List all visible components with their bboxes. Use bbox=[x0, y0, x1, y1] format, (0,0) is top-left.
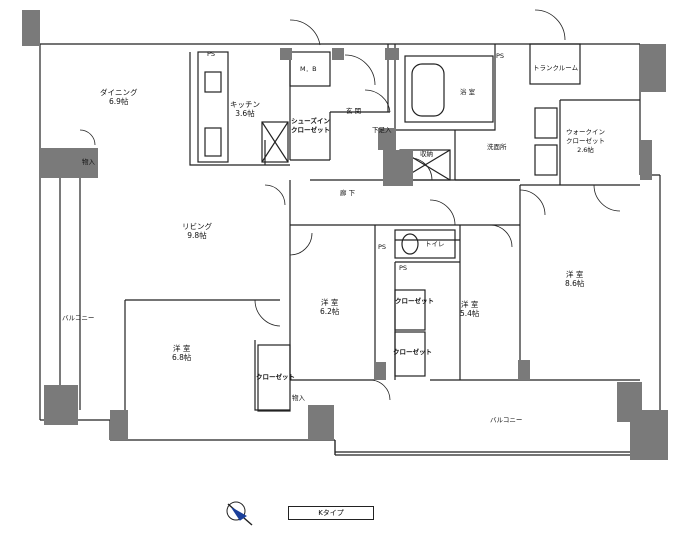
label-monoire-2: 物入 bbox=[292, 394, 305, 402]
room-living: リビング 9.8帖 bbox=[182, 222, 212, 240]
label-ps-4: PS bbox=[399, 264, 408, 272]
room-dining-name: ダイニング bbox=[100, 88, 138, 97]
label-ps-3: PS bbox=[378, 243, 387, 251]
room-dining: ダイニング 6.9帖 bbox=[100, 88, 138, 106]
label-hallway: 廊 下 bbox=[340, 189, 356, 197]
label-ps-1: PS bbox=[207, 50, 216, 58]
room-kitchen-size: 3.6帖 bbox=[235, 109, 255, 118]
room-living-name: リビング bbox=[182, 222, 212, 231]
room-western-1-name: 洋 室 bbox=[173, 344, 191, 353]
room-kitchen-name: キッチン bbox=[230, 100, 260, 109]
label-mb: M．B bbox=[300, 65, 317, 73]
room-walkin-size: 2.6帖 bbox=[577, 146, 594, 154]
room-western-3-name: 洋 室 bbox=[461, 300, 479, 309]
room-living-size: 9.8帖 bbox=[187, 231, 207, 240]
room-western-4: 洋 室 8.6帖 bbox=[565, 270, 584, 288]
room-kitchen: キッチン 3.6帖 bbox=[230, 100, 260, 118]
label-bath: 浴 室 bbox=[460, 88, 476, 96]
room-western-3-size: 5.4帖 bbox=[460, 309, 480, 318]
label-balcony-left: バルコニー bbox=[62, 314, 95, 322]
label-closet-c: クローゼット bbox=[256, 373, 295, 381]
room-western-4-name: 洋 室 bbox=[566, 270, 584, 279]
room-western-2-name: 洋 室 bbox=[321, 298, 339, 307]
label-storage: 収納 bbox=[420, 150, 433, 158]
label-shoes-in-2: クローゼット bbox=[291, 126, 330, 134]
label-genkan: 玄 関 bbox=[346, 107, 362, 115]
label-trunk-room: トランクルーム bbox=[533, 64, 579, 72]
room-western-4-size: 8.6帖 bbox=[565, 279, 585, 288]
label-monoire-1: 物入 bbox=[82, 158, 95, 166]
label-toilet: トイレ bbox=[425, 240, 445, 248]
label-closet-b: クローゼット bbox=[393, 348, 432, 356]
room-walkin-closet: ウォークイン クローゼット 2.6帖 bbox=[566, 128, 605, 155]
label-shoes-in-1: シューズイン bbox=[291, 117, 330, 125]
room-western-2: 洋 室 6.2帖 bbox=[320, 298, 339, 316]
label-shitabako: 下足入 bbox=[372, 126, 392, 134]
label-closet-a: クローゼット bbox=[395, 297, 434, 305]
room-walkin-name2: クローゼット bbox=[566, 137, 605, 145]
room-western-2-size: 6.2帖 bbox=[320, 307, 340, 316]
room-dining-size: 6.9帖 bbox=[109, 97, 129, 106]
room-western-1: 洋 室 6.8帖 bbox=[172, 344, 191, 362]
label-washroom: 洗面所 bbox=[487, 143, 507, 151]
room-walkin-name: ウォークイン bbox=[566, 128, 605, 136]
room-western-1-size: 6.8帖 bbox=[172, 353, 192, 362]
label-balcony-bottom: バルコニー bbox=[490, 416, 523, 424]
unit-type-label: Kタイプ bbox=[288, 506, 374, 520]
label-ps-2: PS bbox=[496, 52, 505, 60]
room-western-3: 洋 室 5.4帖 bbox=[460, 300, 479, 318]
label-shoes-in: シューズイン クローゼット bbox=[291, 117, 330, 135]
